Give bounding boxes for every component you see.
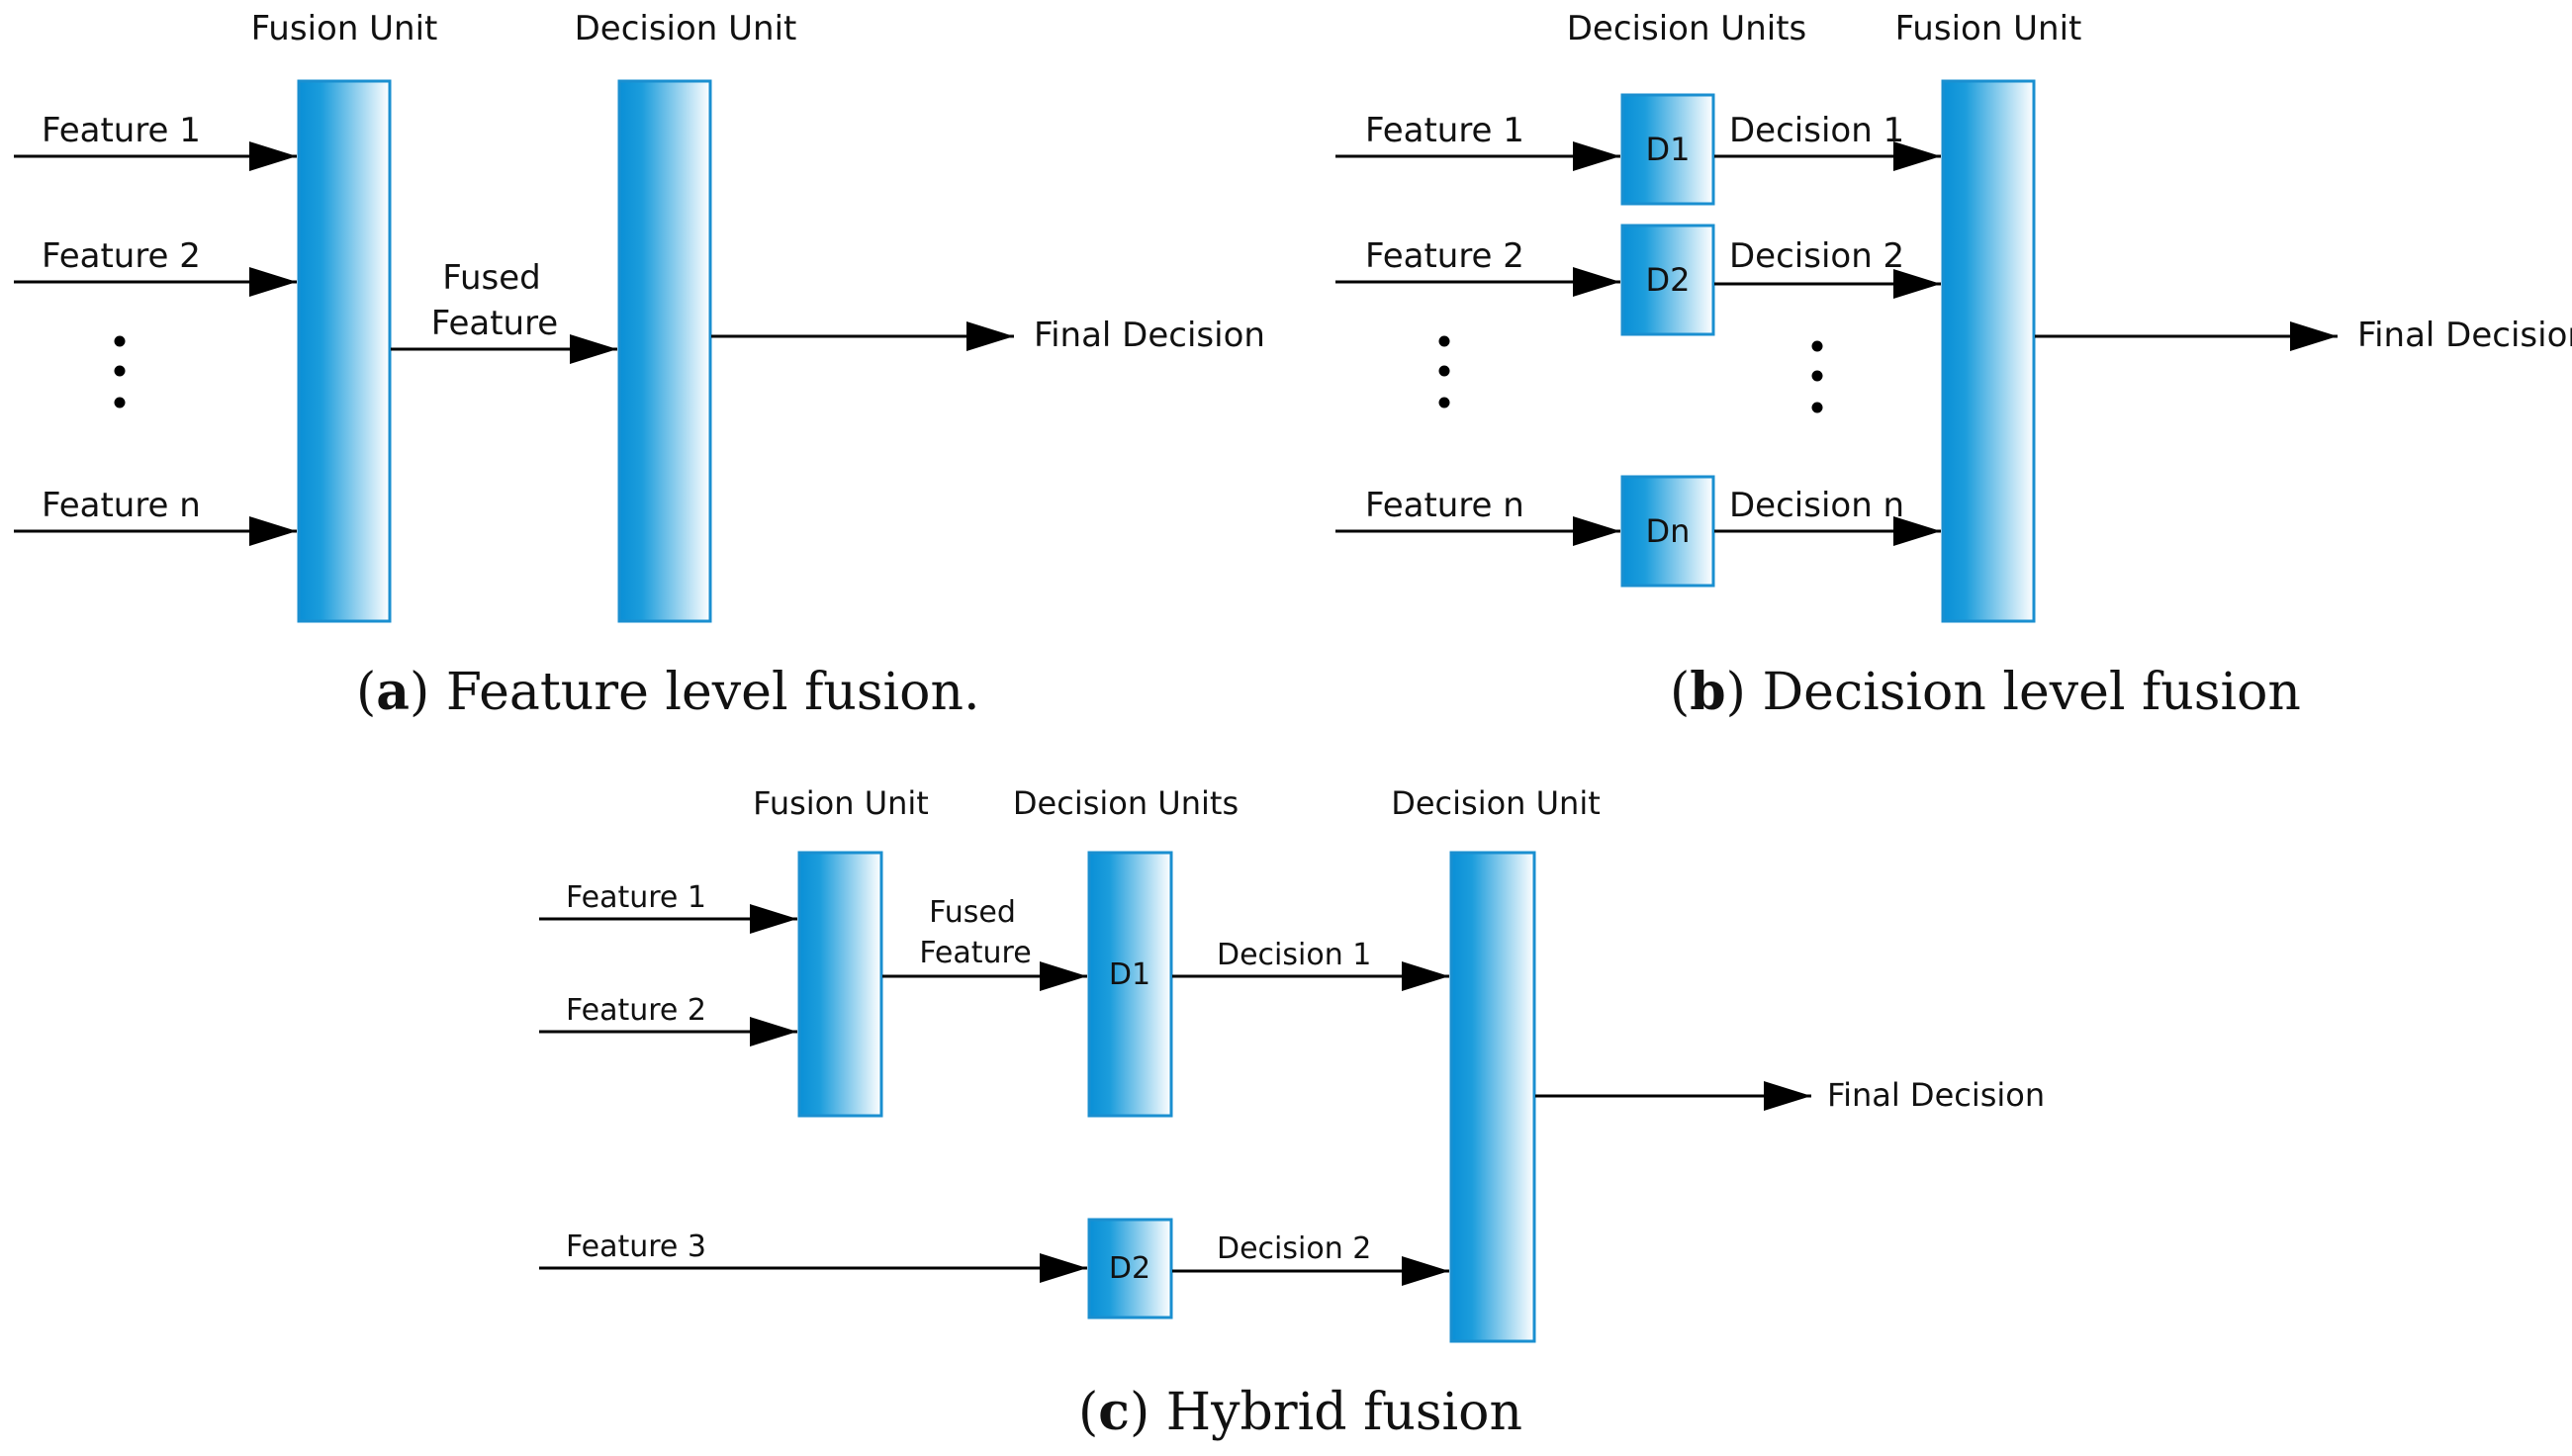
- panel-c-fused-label-line2: Feature: [919, 936, 1031, 970]
- panel-c-decision-unit-d1-label: D1: [1109, 957, 1150, 992]
- panel-b-decision-ellipsis: [1811, 340, 1823, 413]
- panel-c-input-label-2: Feature 2: [566, 993, 706, 1028]
- panel-a-decision-unit: [617, 79, 712, 623]
- panel-c-decision-units-header: Decision Units: [1013, 784, 1239, 822]
- panel-c-decision-unit-header: Decision Unit: [1391, 784, 1601, 822]
- panel-b-input-ellipsis: [1438, 335, 1450, 409]
- panel-a-input-label-n: Feature n: [42, 486, 201, 525]
- panel-b-decision-unit-dn: [1620, 475, 1715, 588]
- panel-c-decision-unit-d2: [1087, 1218, 1173, 1320]
- panel-b-decision-unit-d1: [1620, 93, 1715, 206]
- panel-c-input-label-1: Feature 1: [566, 880, 706, 915]
- panel-b-decision-unit-d2-label: D2: [1646, 261, 1691, 299]
- panel-a-input-label-2: Feature 2: [42, 236, 201, 276]
- panel-a-caption: (a) Feature level fusion.: [356, 662, 979, 722]
- panel-a-fusion-unit-header: Fusion Unit: [251, 9, 438, 48]
- panel-c-decision-unit: [1449, 851, 1536, 1343]
- panel-c-hybrid-fusion: Fusion Unit Decision Units Decision Unit…: [539, 784, 2045, 1442]
- panel-a-fusion-unit: [297, 79, 392, 623]
- panel-c-decision-unit-d1: [1087, 851, 1173, 1118]
- panel-b-input-label-1: Feature 1: [1365, 111, 1524, 150]
- panel-a-ellipsis: [114, 335, 126, 409]
- panel-c-fusion-unit-header: Fusion Unit: [753, 784, 929, 822]
- panel-b-decision-unit-d2: [1620, 224, 1715, 336]
- panel-b-fusion-unit: [1941, 79, 2036, 623]
- panel-b-final-decision-label: Final Decision: [2357, 316, 2572, 355]
- panel-c-input-label-3: Feature 3: [566, 1229, 706, 1264]
- panel-a-fused-label-line1: Fused: [442, 258, 540, 298]
- panel-a-feature-level-fusion: Fusion Unit Decision Unit Feature 1 Feat…: [14, 9, 1265, 722]
- panel-b-decision-unit-dn-label: Dn: [1646, 512, 1691, 550]
- panel-a-fused-label-line2: Feature: [431, 304, 558, 343]
- panel-b-input-label-n: Feature n: [1365, 486, 1524, 525]
- panel-c-fusion-unit: [797, 851, 883, 1118]
- panel-c-caption: (c) Hybrid fusion: [1078, 1382, 1522, 1442]
- panel-a-decision-unit-header: Decision Unit: [575, 9, 797, 48]
- panel-b-decision-label-n: Decision n: [1729, 486, 1904, 525]
- panel-c-fused-label-line1: Fused: [929, 895, 1016, 930]
- panel-b-fusion-unit-header: Fusion Unit: [1895, 9, 2082, 48]
- panel-b-input-label-2: Feature 2: [1365, 236, 1524, 276]
- panel-a-final-decision-label: Final Decision: [1034, 316, 1265, 355]
- panel-b-decision-label-1: Decision 1: [1729, 111, 1904, 150]
- panel-b-decision-level-fusion: Decision Units Fusion Unit Feature 1 Fea…: [1335, 9, 2572, 722]
- panel-c-final-decision-label: Final Decision: [1827, 1076, 2045, 1114]
- panel-b-decision-unit-d1-label: D1: [1646, 131, 1691, 168]
- panel-b-decision-label-2: Decision 2: [1729, 236, 1904, 276]
- panel-b-caption: (b) Decision level fusion: [1670, 662, 2301, 722]
- panel-c-decision-label-1: Decision 1: [1217, 938, 1371, 972]
- panel-c-decision-label-2: Decision 2: [1217, 1231, 1371, 1266]
- panel-a-input-label-1: Feature 1: [42, 111, 201, 150]
- panel-c-decision-unit-d2-label: D2: [1109, 1251, 1150, 1286]
- panel-b-decision-units-header: Decision Units: [1567, 9, 1806, 48]
